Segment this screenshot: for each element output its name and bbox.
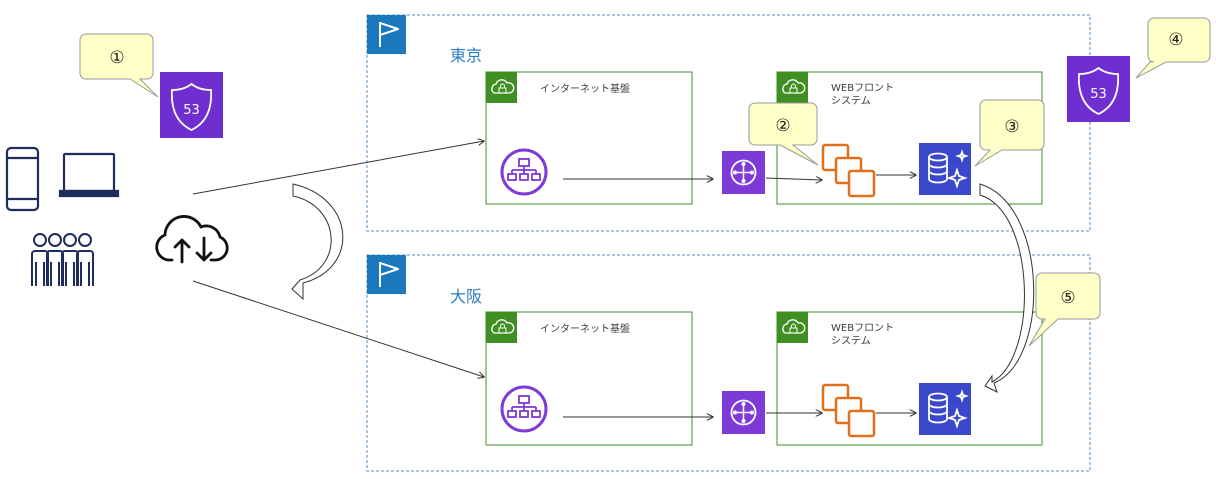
ec2-instances-icon	[821, 143, 876, 198]
cloud-upload-download-icon	[155, 215, 229, 264]
ec2-instances-icon	[821, 383, 876, 438]
cloud-lock-icon	[486, 312, 517, 343]
callout-4-label: ④	[1168, 30, 1183, 50]
rds-database-icon	[919, 383, 971, 435]
region-tokyo-label: 東京	[450, 46, 482, 65]
flag-icon	[367, 15, 406, 54]
callout-4: ④	[1135, 17, 1211, 79]
callout-3-label: ③	[1004, 117, 1019, 137]
subnet-tokyo-internet-label: インターネット基盤	[540, 82, 630, 95]
region-osaka-border	[366, 254, 1091, 472]
users-group-icon	[31, 233, 94, 286]
subnet-osaka-web: WEBフロント システム	[776, 311, 1043, 446]
cloud-lock-icon	[777, 72, 808, 103]
callout-5: ⑤	[1028, 272, 1101, 347]
subnet-osaka-web-label-line1: WEBフロント	[831, 323, 894, 334]
flow-arrow-to-osaka	[192, 280, 484, 377]
subnet-tokyo-web-label-line1: WEBフロント	[831, 83, 894, 94]
flag-icon	[367, 255, 406, 294]
callout-2-label: ②	[775, 116, 790, 136]
callout-2: ②	[748, 102, 819, 166]
cloud-lock-icon	[777, 312, 808, 343]
region-tokyo: 東京	[366, 14, 1091, 232]
transit-gateway-icon	[722, 151, 765, 194]
callout-5-label: ⑤	[1060, 288, 1075, 308]
subnet-osaka-internet: インターネット基盤	[485, 311, 693, 446]
flow-arrows	[192, 141, 916, 417]
rds-database-icon	[919, 143, 971, 195]
load-balancer-icon	[500, 385, 548, 433]
callout-1-label: ①	[109, 48, 124, 68]
callout-1: ①	[79, 33, 159, 98]
route53-icon: 53	[160, 72, 223, 138]
region-tokyo-border	[366, 14, 1091, 232]
flow-arrow	[765, 178, 822, 180]
cloud-lock-icon	[486, 72, 517, 103]
route53-label: 53	[183, 103, 200, 118]
subnet-osaka-internet-label: インターネット基盤	[540, 322, 630, 335]
transit-gateway-icon	[722, 391, 765, 434]
route53-icon: 53	[1067, 56, 1130, 122]
subnet-osaka-web-label-line2: システム	[831, 335, 871, 347]
callout-3: ③	[974, 99, 1045, 167]
region-osaka: 大阪	[366, 254, 1091, 472]
smartphone-icon	[5, 146, 40, 212]
region-osaka-label: 大阪	[450, 287, 482, 306]
load-balancer-icon	[500, 148, 548, 196]
failover-arrow	[291, 183, 344, 301]
laptop-icon	[58, 152, 120, 198]
subnet-tokyo-internet: インターネット基盤	[485, 71, 693, 205]
flow-arrow-to-tokyo	[192, 141, 484, 195]
replication-arrow	[979, 183, 1035, 393]
subnet-tokyo-web-label-line2: システム	[831, 95, 871, 107]
route53-label: 53	[1090, 87, 1107, 102]
